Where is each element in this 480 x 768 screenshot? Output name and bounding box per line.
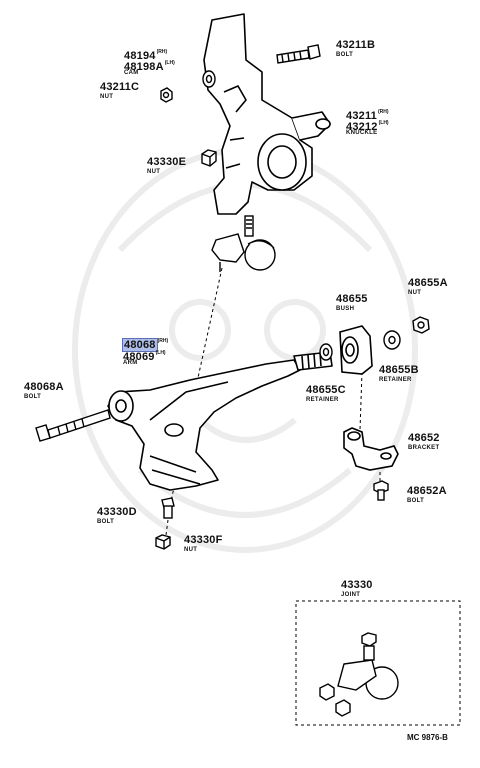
- retainer-48655c-icon: [319, 343, 333, 361]
- label-43212: 43212(LH): [346, 118, 389, 134]
- label-48194: 48194(RH): [124, 47, 167, 63]
- bush-48655-icon: [339, 325, 373, 375]
- lower-arm-drawing: [107, 351, 333, 491]
- label-48069: 48069(LH): [123, 348, 166, 364]
- retainer-48655b-icon: [383, 330, 401, 350]
- label-43211b-number: 43211B: [336, 39, 376, 51]
- label-48198a-number: 48198A: [124, 61, 164, 73]
- label-48655b-number: 48655B: [379, 364, 419, 376]
- label-48652a-name: BOLT: [407, 498, 425, 504]
- label-43330d-number: 43330D: [97, 506, 137, 518]
- label-43330-name: JOINT: [341, 592, 361, 598]
- label-43212-number: 43212: [346, 121, 378, 133]
- label-48194-number: 48194: [124, 50, 156, 62]
- label-43211-note: (RH): [377, 108, 389, 115]
- label-48198a-name: CAM: [124, 70, 139, 76]
- bolt-48652a-icon: [373, 480, 389, 501]
- bracket-48652-icon: [343, 427, 399, 471]
- label-48069-number: 48069: [123, 351, 155, 363]
- label-43330d-name: BOLT: [97, 519, 115, 525]
- nut-43330e-icon: [201, 149, 217, 167]
- label-48655a-name: NUT: [408, 290, 422, 296]
- bolt-48068a-icon: [35, 409, 111, 442]
- label-48655-name: BUSH: [336, 306, 355, 312]
- label-48652-name: BRACKET: [408, 445, 440, 451]
- label-48655c-name: RETAINER: [306, 397, 339, 403]
- label-48655b-name: RETAINER: [379, 377, 412, 383]
- label-43211c-name: NUT: [100, 94, 114, 100]
- label-43330f-name: NUT: [184, 547, 198, 553]
- label-43330-number: 43330: [341, 579, 373, 591]
- label-48068a-name: BOLT: [24, 394, 42, 400]
- label-43211: 43211(RH): [346, 107, 389, 123]
- label-43211b-name: BOLT: [336, 52, 354, 58]
- cam-washer-icon: [202, 70, 216, 88]
- bolt-43330d-icon: [161, 497, 175, 519]
- label-48198a: 48198A(LH): [124, 58, 175, 74]
- ball-joint-upper-icon: [211, 215, 276, 272]
- nut-43330f-icon: [155, 534, 171, 550]
- label-43212-name: KNUCKLE: [346, 130, 378, 136]
- label-48655c-number: 48655C: [306, 384, 346, 396]
- label-48069-note: (LH): [155, 349, 166, 356]
- bolt-43211b-icon: [276, 44, 321, 64]
- label-43330e-number: 43330E: [147, 156, 187, 168]
- label-48655a-number: 48655A: [408, 277, 448, 289]
- nut-48655a-icon: [412, 316, 430, 334]
- label-48068-note: (RH): [157, 337, 169, 344]
- label-43212-note: (LH): [378, 119, 389, 126]
- footer-code: MC 9876-B: [407, 733, 448, 742]
- label-48068a-number: 48068A: [24, 381, 64, 393]
- label-43330f-number: 43330F: [184, 534, 223, 546]
- knuckle-drawing: [203, 13, 331, 215]
- label-48655-number: 48655: [336, 293, 368, 305]
- label-43330e-name: NUT: [147, 169, 161, 175]
- label-48068-number: 48068: [122, 338, 158, 352]
- nut-43211c-icon: [160, 87, 173, 103]
- label-48652-number: 48652: [408, 432, 440, 444]
- label-48069-name: ARM: [123, 360, 138, 366]
- label-43211c-number: 43211C: [100, 81, 140, 93]
- label-48652a-number: 48652A: [407, 485, 447, 497]
- label-48068: 48068(RH): [122, 336, 169, 352]
- joint-inset-box: [295, 600, 461, 726]
- label-48194-note: (RH): [156, 48, 168, 55]
- label-43211-number: 43211: [346, 110, 377, 122]
- label-48198a-note: (LH): [164, 59, 175, 66]
